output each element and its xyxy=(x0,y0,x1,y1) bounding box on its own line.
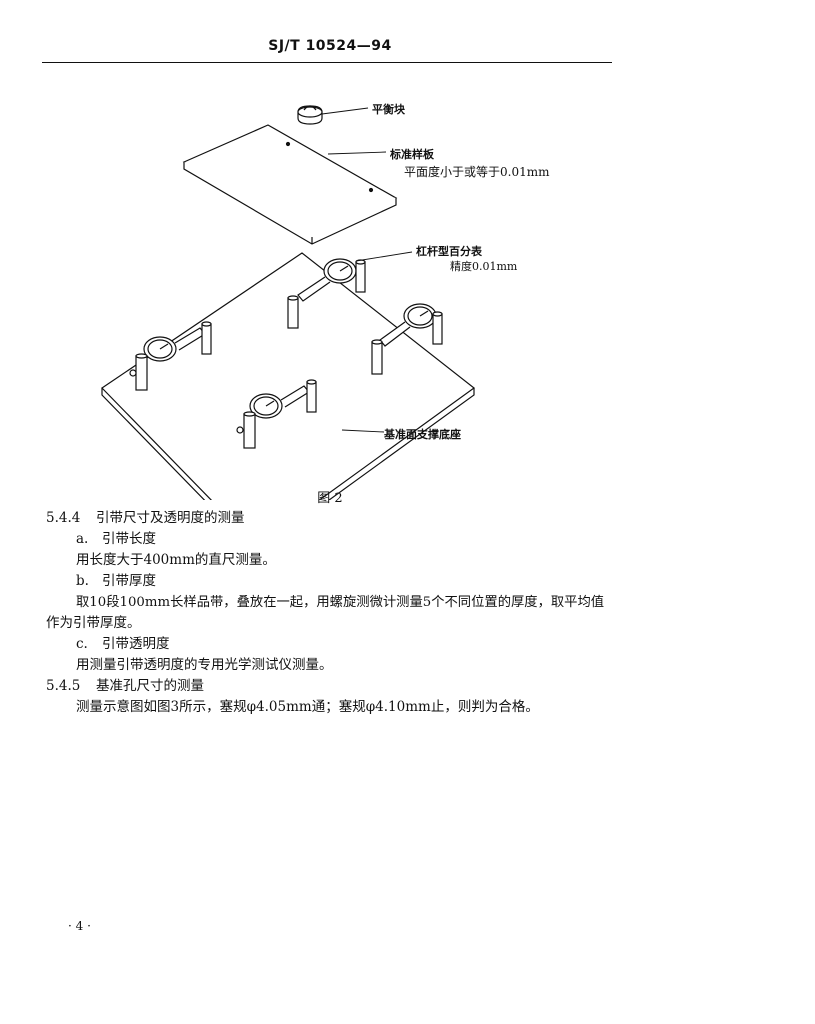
figure-2: 平衡块 标准样板 平面度小于或等于0.01mm 杠杆型百分表 精度0.01mm … xyxy=(0,80,815,554)
label-base: 基准面支撑底座 xyxy=(384,428,461,441)
item-b-text-line-1: 取10段100mm长样品带，叠放在一起，用螺旋测微计测量5个不同位置的厚度，取平… xyxy=(76,595,605,610)
dial-gauge-1 xyxy=(287,251,413,329)
label-standard-plate: 标准样板 xyxy=(390,148,434,161)
page-header-code: SJ/T 10524—94 xyxy=(268,38,392,54)
dial-gauge-2 xyxy=(371,303,443,375)
item-b-heading: b. 引带厚度 xyxy=(76,573,156,589)
item-mark: a. xyxy=(76,531,89,547)
item-a-text: 用长度大于400mm的直尺测量。 xyxy=(76,552,276,568)
measurement-setup-illustration xyxy=(101,105,475,554)
page-number: · 4 · xyxy=(68,919,91,933)
label-dial-gauge: 杠杆型百分表 xyxy=(416,245,482,258)
header-rule xyxy=(42,62,612,63)
dial-gauge-4 xyxy=(236,379,317,449)
standard-plate-drawing xyxy=(182,124,398,245)
item-b-text-line-2: 作为引带厚度。 xyxy=(46,615,141,631)
item-mark: b. xyxy=(76,573,89,589)
item-c-text: 用测量引带透明度的专用光学测试仪测量。 xyxy=(76,657,333,673)
section-title: 引带尺寸及透明度的测量 xyxy=(96,510,245,526)
dial-gauge-3 xyxy=(129,321,212,391)
label-flatness: 平面度小于或等于0.01mm xyxy=(404,165,550,179)
section-5-4-5-text: 测量示意图如图3所示，塞规φ4.05mm通；塞规φ4.10mm止，则判为合格。 xyxy=(76,699,539,715)
figure-caption: 图 2 xyxy=(317,491,343,506)
item-c-heading: c. 引带透明度 xyxy=(76,636,170,652)
base-drawing xyxy=(101,252,475,554)
label-precision: 精度0.01mm xyxy=(450,260,518,273)
section-5-4-4: 5.4.4 引带尺寸及透明度的测量 xyxy=(46,510,245,526)
item-mark: c. xyxy=(76,636,88,652)
balance-block-drawing xyxy=(297,105,369,125)
section-title: 基准孔尺寸的测量 xyxy=(96,678,204,694)
item-title: 引带长度 xyxy=(102,531,156,547)
item-a-heading: a. 引带长度 xyxy=(76,531,156,547)
item-title: 引带厚度 xyxy=(102,573,156,589)
section-number: 5.4.4 xyxy=(46,510,81,526)
item-title: 引带透明度 xyxy=(102,636,170,652)
label-balance-block: 平衡块 xyxy=(372,103,405,116)
section-number: 5.4.5 xyxy=(46,678,81,694)
section-5-4-5: 5.4.5 基准孔尺寸的测量 xyxy=(46,678,204,694)
